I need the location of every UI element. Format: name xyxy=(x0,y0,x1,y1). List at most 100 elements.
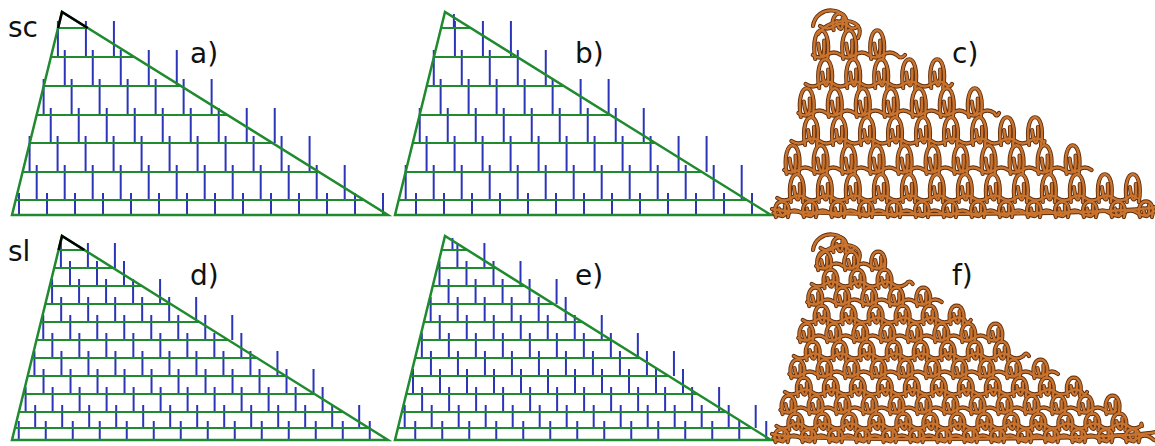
yarn-strand xyxy=(818,174,832,202)
yarn-strand xyxy=(898,145,912,174)
yarn-outline xyxy=(968,342,982,360)
row-line xyxy=(59,249,85,251)
stitch-post xyxy=(433,165,435,200)
stitch-post xyxy=(485,405,487,428)
yarn-strand xyxy=(846,59,860,88)
stitch-post xyxy=(150,315,152,340)
stitch-post xyxy=(45,421,47,440)
yarn-outline xyxy=(1112,414,1126,431)
stitch-post xyxy=(673,351,675,376)
stitch-post xyxy=(466,315,468,340)
yarn-strand xyxy=(900,418,906,429)
yarn-strand xyxy=(1106,396,1120,414)
yarn-strand xyxy=(1055,201,1069,217)
yarn-strand xyxy=(1031,414,1045,431)
stitch-post xyxy=(69,315,71,340)
stitch-post xyxy=(225,136,227,172)
yarn-outline xyxy=(878,270,892,288)
yarn-strand xyxy=(1037,365,1043,377)
yarn-strand xyxy=(902,365,908,377)
stitch-post xyxy=(231,315,233,340)
stitch-post xyxy=(483,243,485,268)
yarn-outline xyxy=(832,99,838,115)
yarn-strand xyxy=(874,59,888,88)
yarn-strand xyxy=(801,383,807,395)
yarn-strand xyxy=(1083,201,1097,217)
yarn-strand xyxy=(1102,184,1108,199)
row-line xyxy=(19,411,343,413)
stitch-post xyxy=(468,79,470,115)
yarn-strand xyxy=(860,99,866,115)
yarn-strand xyxy=(815,414,829,431)
stitch-post xyxy=(115,405,117,428)
yarn-strand xyxy=(884,329,890,341)
stitch-post xyxy=(87,243,89,268)
stitch-post xyxy=(619,351,621,376)
yarn-strand xyxy=(1038,145,1052,174)
yarn-strand xyxy=(817,252,831,270)
yarn-strand xyxy=(916,288,930,306)
stitch-post xyxy=(583,193,585,215)
stitch-post xyxy=(484,351,486,376)
stitch-post xyxy=(241,387,243,412)
stitch-post xyxy=(92,50,94,86)
yarn-strand xyxy=(1044,383,1050,395)
stitch-post xyxy=(358,405,360,428)
yarn-strand xyxy=(925,360,939,378)
row-line xyxy=(44,85,181,87)
stitch-post xyxy=(503,108,505,143)
yarn-strand xyxy=(1028,117,1042,145)
yarn-outline xyxy=(1004,127,1010,142)
yarn-strand xyxy=(1035,418,1041,429)
yarn-outline xyxy=(864,127,870,142)
yarn-strand xyxy=(906,70,912,86)
yarn-outline xyxy=(932,378,946,396)
yarn-strand xyxy=(920,127,926,142)
yarn-outline xyxy=(840,401,846,413)
yarn-strand xyxy=(1006,360,1020,378)
stitch-post xyxy=(443,193,445,215)
yarn-strand xyxy=(1085,414,1099,431)
stitch-post xyxy=(475,279,477,304)
yarn-strand xyxy=(810,347,816,359)
yarn-strand xyxy=(821,365,827,377)
yarn-strand xyxy=(856,88,870,117)
stitch-post xyxy=(259,369,261,394)
yarn-strand xyxy=(851,270,865,288)
row-line xyxy=(23,171,319,173)
stitch-post xyxy=(169,136,171,172)
yarn-strand xyxy=(1022,432,1028,441)
yarn-strand xyxy=(873,311,879,323)
row-line xyxy=(28,375,286,377)
yarn-outline xyxy=(850,70,856,86)
yarn-strand xyxy=(800,88,814,117)
stitch-post xyxy=(587,108,589,143)
yarn-outline xyxy=(905,378,919,396)
yarn-outline xyxy=(1031,414,1045,431)
yarn-strand xyxy=(930,156,936,172)
stitch-post xyxy=(549,421,551,440)
yarn-strand xyxy=(850,70,856,86)
yarn-strand xyxy=(1058,414,1072,431)
stitch-post xyxy=(529,279,531,304)
yarn-strand xyxy=(1027,201,1041,217)
yarn-outline xyxy=(992,329,998,341)
yarn-strand xyxy=(959,378,973,396)
panel-label: f) xyxy=(952,262,973,290)
yarn-strand xyxy=(842,306,856,324)
stitch-post xyxy=(493,315,495,340)
yarn-strand xyxy=(853,324,867,342)
stitch-post xyxy=(196,405,198,428)
yarn-strand xyxy=(792,418,798,429)
stitch-post xyxy=(71,79,73,115)
stitch-post xyxy=(566,405,568,428)
yarn-outline xyxy=(888,99,894,115)
stitch-post xyxy=(489,50,491,86)
yarn-strand xyxy=(1040,378,1054,396)
stitch-post xyxy=(522,421,524,440)
yarn-strand xyxy=(1014,156,1020,172)
stitch-post xyxy=(18,193,20,215)
stitch-post xyxy=(447,108,449,143)
yarn-outline xyxy=(896,414,910,431)
stitch-post xyxy=(629,165,631,200)
